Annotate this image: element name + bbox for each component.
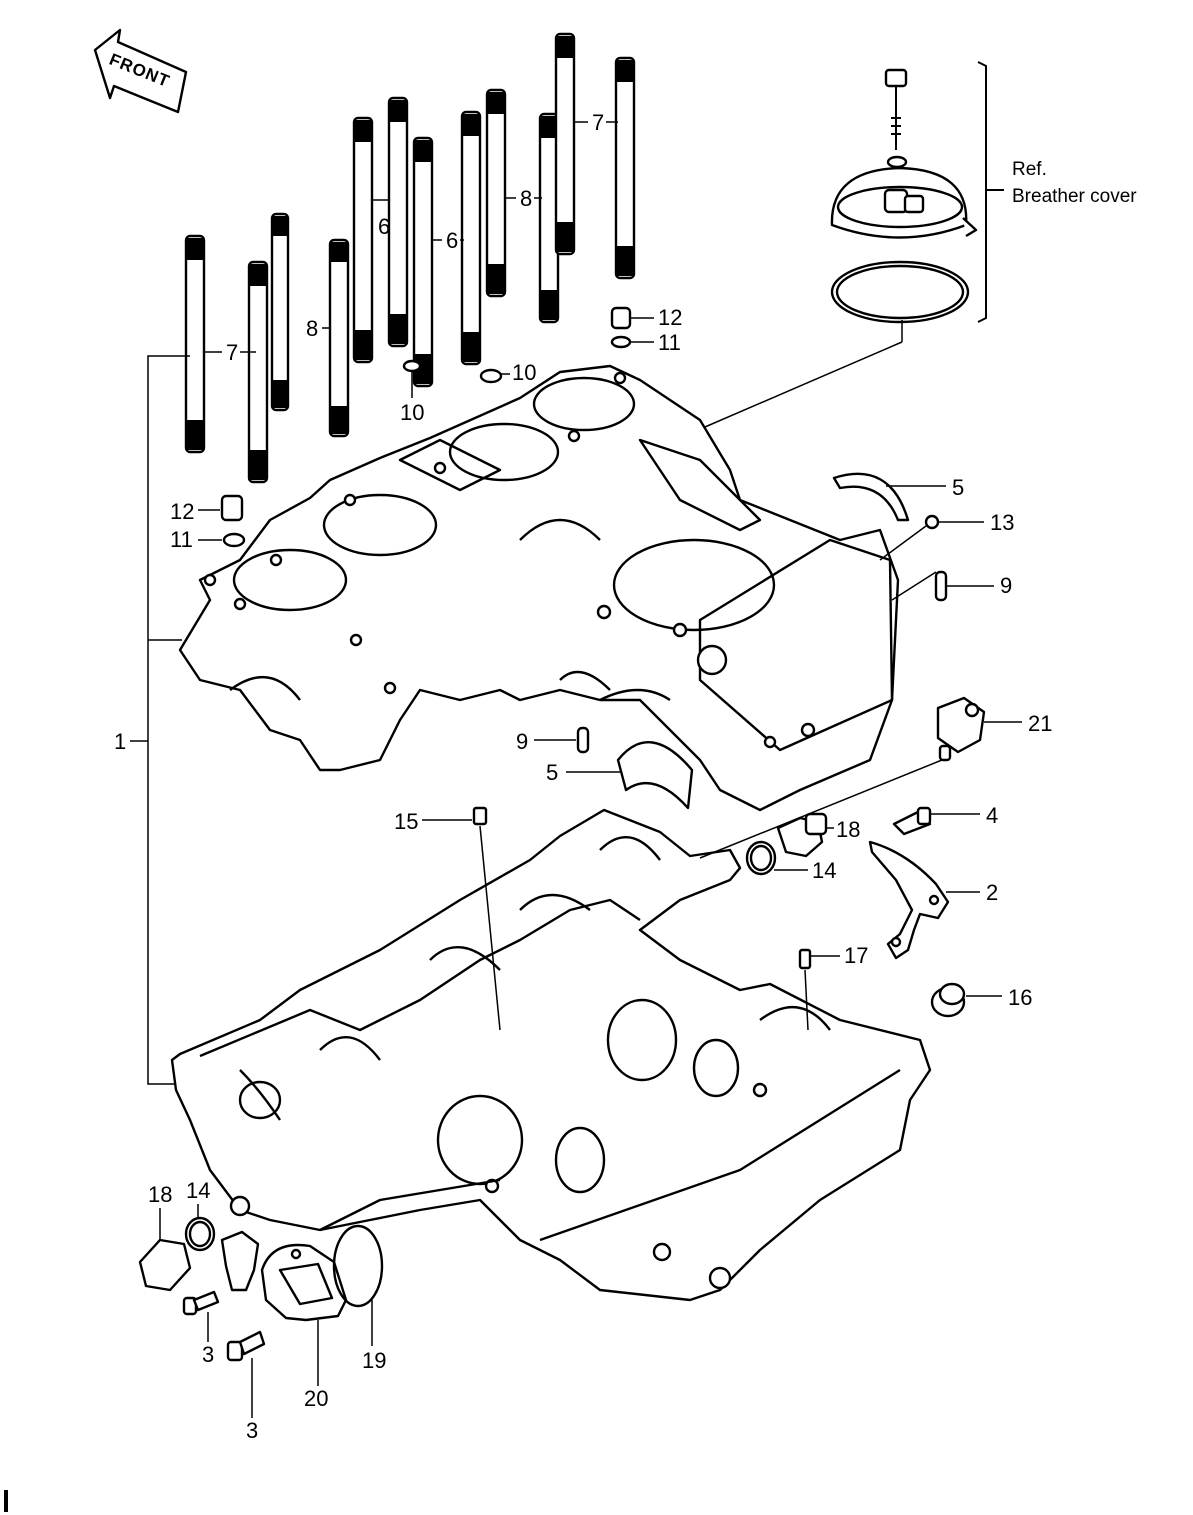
drain-plug (930, 982, 966, 1018)
o-ring (222, 532, 246, 548)
dowel-pin (610, 306, 632, 330)
o-ring (610, 335, 632, 349)
callout-7: 7 (226, 340, 238, 365)
page-edge-mark (4, 1490, 8, 1512)
callout-1: 1 (114, 729, 126, 754)
callout-9: 9 (1000, 573, 1012, 598)
callout-5: 5 (546, 760, 558, 785)
callout-5: 5 (952, 475, 964, 500)
callout-8: 8 (306, 316, 318, 341)
stud (538, 112, 560, 324)
stud (614, 56, 636, 280)
bolt (182, 1290, 220, 1316)
upper-crankcase (178, 364, 900, 812)
callout-11: 11 (658, 330, 681, 355)
callout-19: 19 (362, 1348, 386, 1373)
lower-crankcase (170, 808, 932, 1302)
set-screw (798, 948, 812, 970)
callouts: 1 7 7 8 8 6 6 10 10 12 11 12 11 5 5 13 9 (114, 110, 1052, 1443)
cover-gasket (332, 1224, 384, 1308)
ball (924, 514, 940, 530)
set-screw (472, 806, 488, 826)
callout-16: 16 (1008, 985, 1032, 1010)
front-arrow: FRONT (93, 28, 188, 114)
washer (402, 359, 422, 373)
breather-cover-reference: Ref. Breather cover (697, 61, 1137, 431)
stud (460, 110, 482, 366)
oil-pan-bolt (745, 812, 828, 876)
small-parts (220, 306, 948, 810)
screw (892, 806, 932, 836)
bearing-shell (832, 472, 910, 522)
stud (387, 96, 409, 348)
callout-20: 20 (304, 1386, 328, 1411)
stud (554, 32, 576, 256)
bolt (226, 1330, 266, 1362)
oil-pump-cover (260, 1243, 348, 1322)
callout-10: 10 (400, 400, 424, 425)
callout-14: 14 (812, 858, 836, 883)
callout-6: 6 (378, 214, 390, 239)
breather-cover-label: Breather cover (1012, 186, 1137, 207)
clamp (220, 1230, 260, 1292)
stud (485, 88, 507, 298)
breather-plate (868, 840, 950, 960)
callout-18: 18 (836, 817, 860, 842)
callout-12: 12 (170, 499, 194, 524)
callout-9: 9 (516, 729, 528, 754)
callout-13: 13 (990, 510, 1014, 535)
breather-ref-label: Ref. (1012, 159, 1047, 180)
callout-7: 7 (592, 110, 604, 135)
callout-17: 17 (844, 943, 868, 968)
stud (184, 234, 206, 454)
stud (352, 116, 374, 364)
knock-pin (576, 726, 590, 754)
callout-12: 12 (658, 305, 682, 330)
knock-pin (934, 570, 948, 602)
oil-pressure-switch (699, 696, 986, 859)
callout-14: 14 (186, 1178, 210, 1203)
stud (328, 238, 350, 438)
callout-6: 6 (446, 228, 458, 253)
dowel-pin (220, 494, 244, 522)
callout-4: 4 (986, 803, 998, 828)
oil-filler-plug (138, 1216, 216, 1292)
washer (479, 368, 503, 384)
callout-11: 11 (170, 527, 193, 552)
callout-18: 18 (148, 1182, 172, 1207)
stud (412, 136, 434, 388)
crankcase-studs (184, 32, 636, 484)
callout-3: 3 (202, 1342, 214, 1367)
bearing-shell (616, 741, 694, 810)
stud (247, 260, 269, 484)
callout-15: 15 (394, 809, 418, 834)
stud (270, 212, 290, 412)
callout-21: 21 (1028, 711, 1052, 736)
callout-3: 3 (246, 1418, 258, 1443)
callout-2: 2 (986, 880, 998, 905)
callout-8: 8 (520, 186, 532, 211)
callout-10: 10 (512, 360, 536, 385)
